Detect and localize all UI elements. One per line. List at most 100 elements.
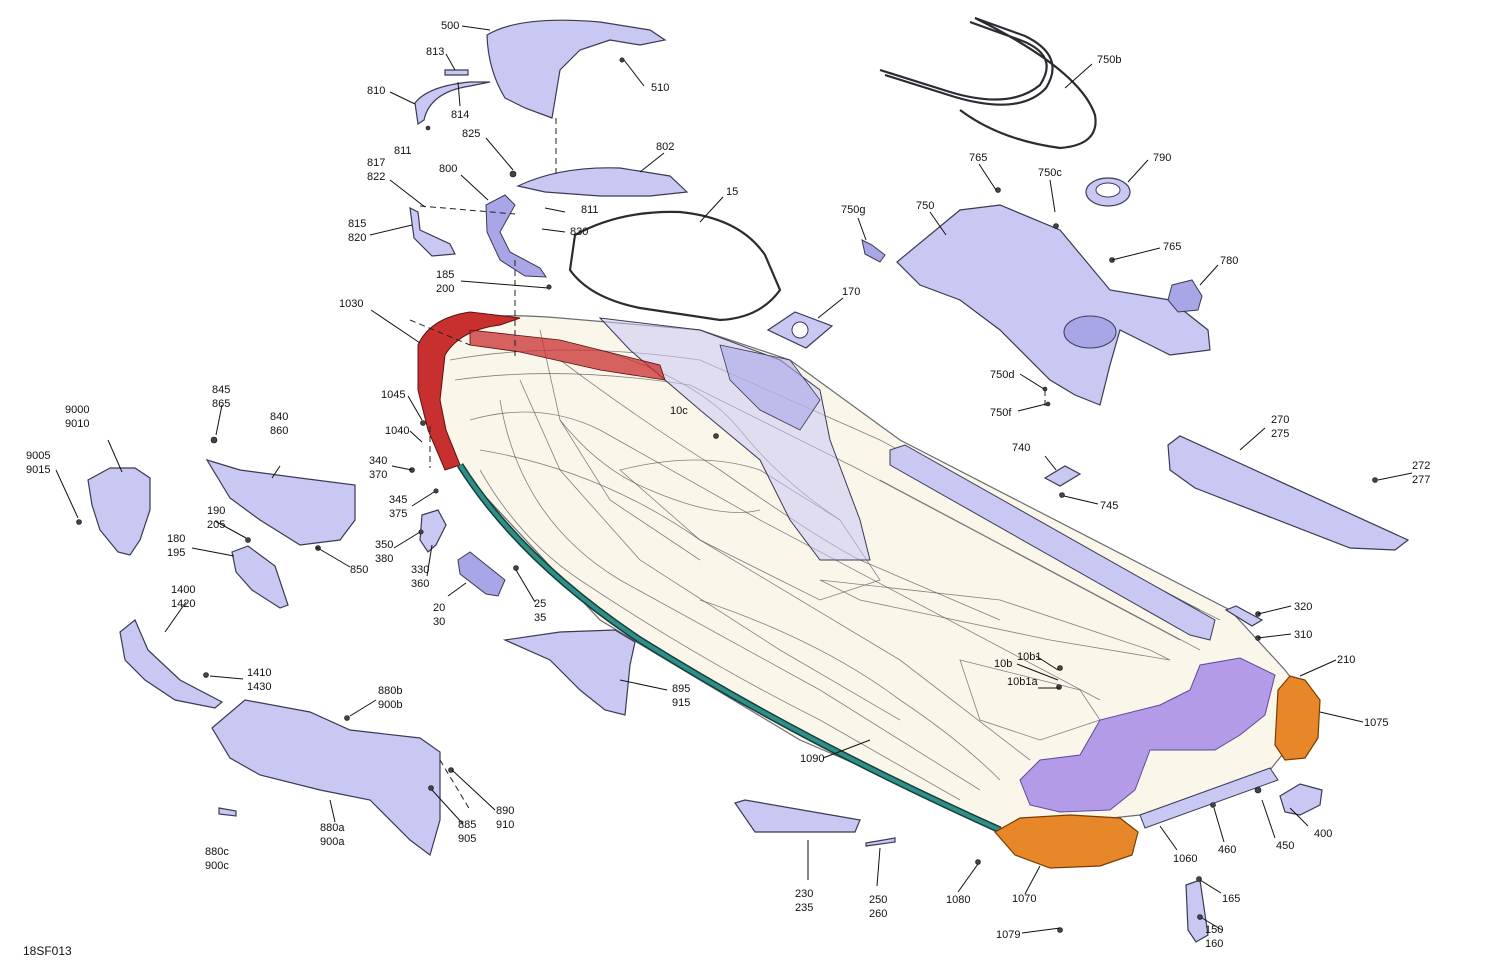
label-15: 15 bbox=[726, 186, 738, 198]
label-910: 910 bbox=[496, 819, 514, 831]
label-320: 320 bbox=[1294, 601, 1312, 613]
label-1040: 1040 bbox=[385, 425, 409, 437]
label-895: 895 bbox=[672, 683, 690, 695]
seat-deck bbox=[598, 317, 871, 561]
label-200: 200 bbox=[436, 283, 454, 295]
label-765a: 765 bbox=[969, 152, 987, 164]
label-195: 195 bbox=[167, 547, 185, 559]
part-270 bbox=[1167, 435, 1410, 551]
label-9005: 9005 bbox=[26, 450, 50, 462]
label-815: 815 bbox=[348, 218, 366, 230]
label-500: 500 bbox=[441, 20, 459, 32]
label-1410: 1410 bbox=[247, 667, 271, 679]
label-210: 210 bbox=[1337, 654, 1355, 666]
label-822: 822 bbox=[367, 171, 385, 183]
label-825: 825 bbox=[462, 128, 480, 140]
label-880b: 880b bbox=[378, 685, 402, 697]
label-885: 885 bbox=[458, 819, 476, 831]
label-880a: 880a bbox=[320, 822, 345, 834]
label-250: 250 bbox=[869, 894, 887, 906]
gasket-750b bbox=[879, 16, 1097, 150]
label-277: 277 bbox=[1412, 474, 1430, 486]
label-1420: 1420 bbox=[171, 598, 195, 610]
label-170: 170 bbox=[842, 286, 860, 298]
part-800 bbox=[485, 194, 547, 278]
part-840 bbox=[205, 458, 356, 546]
label-1045: 1045 bbox=[381, 389, 405, 401]
label-811b: 811 bbox=[581, 204, 599, 216]
part-1400 bbox=[119, 619, 224, 709]
label-745: 745 bbox=[1100, 500, 1118, 512]
label-260: 260 bbox=[869, 908, 887, 920]
label-150: 150 bbox=[1205, 924, 1223, 936]
part-780 bbox=[1167, 279, 1203, 313]
part-790-inner bbox=[1095, 182, 1121, 198]
rear-bumper-1070 bbox=[994, 814, 1139, 869]
part-750 bbox=[896, 204, 1211, 406]
front-bumper-accent bbox=[469, 329, 666, 381]
label-1060: 1060 bbox=[1173, 853, 1197, 865]
part-9000 bbox=[87, 467, 151, 556]
label-10b1: 10b1 bbox=[1017, 651, 1041, 663]
label-10c: 10c bbox=[670, 405, 688, 417]
part-20 bbox=[457, 551, 506, 597]
label-900c: 900c bbox=[205, 860, 229, 872]
part-880a bbox=[211, 699, 441, 857]
part-170-hole bbox=[791, 321, 809, 339]
label-20: 20 bbox=[433, 602, 445, 614]
label-380: 380 bbox=[375, 553, 393, 565]
label-180: 180 bbox=[167, 533, 185, 545]
label-817: 817 bbox=[367, 157, 385, 169]
label-800: 800 bbox=[439, 163, 457, 175]
gunwale-strip bbox=[889, 444, 1216, 641]
label-900a: 900a bbox=[320, 836, 345, 848]
label-1430: 1430 bbox=[247, 681, 271, 693]
label-10b1a: 10b1a bbox=[1007, 676, 1038, 688]
label-205: 205 bbox=[207, 519, 225, 531]
label-750f: 750f bbox=[990, 407, 1012, 419]
label-830: 830 bbox=[570, 226, 588, 238]
part-750-port bbox=[1063, 315, 1117, 349]
rub-rail-highlight bbox=[458, 463, 1001, 832]
label-190: 190 bbox=[207, 505, 225, 517]
callout-labels: 500 510 813 814 810 811 825 802 817 822 … bbox=[26, 20, 1430, 950]
front-bumper bbox=[417, 311, 521, 471]
label-272: 272 bbox=[1412, 460, 1430, 472]
part-810 bbox=[414, 81, 491, 126]
part-250 bbox=[865, 837, 896, 847]
label-1075: 1075 bbox=[1364, 717, 1388, 729]
rear-bumper-1075 bbox=[1274, 675, 1321, 761]
label-1080: 1080 bbox=[946, 894, 970, 906]
part-815 bbox=[409, 206, 456, 257]
label-10b: 10b bbox=[994, 658, 1012, 670]
part-180 bbox=[231, 545, 289, 609]
part-740 bbox=[1043, 465, 1082, 487]
label-765b: 765 bbox=[1163, 241, 1181, 253]
diagram-id: 18SF013 bbox=[23, 944, 72, 958]
label-230: 230 bbox=[795, 888, 813, 900]
label-811a: 811 bbox=[394, 145, 412, 157]
label-9010: 9010 bbox=[65, 418, 89, 430]
leader-lines bbox=[55, 25, 1413, 934]
label-460: 460 bbox=[1218, 844, 1236, 856]
part-813 bbox=[444, 69, 469, 76]
part-895 bbox=[502, 629, 636, 716]
label-1030: 1030 bbox=[339, 298, 363, 310]
label-160: 160 bbox=[1205, 938, 1223, 950]
rear-transom bbox=[1139, 767, 1279, 829]
label-750g: 750g bbox=[841, 204, 865, 216]
label-820: 820 bbox=[348, 232, 366, 244]
label-740: 740 bbox=[1012, 442, 1030, 454]
part-400 bbox=[1279, 783, 1323, 816]
label-750c: 750c bbox=[1038, 167, 1062, 179]
label-275: 275 bbox=[1271, 428, 1289, 440]
part-320 bbox=[1224, 605, 1264, 627]
part-750g bbox=[861, 239, 886, 263]
label-270: 270 bbox=[1271, 414, 1289, 426]
label-165: 165 bbox=[1222, 893, 1240, 905]
label-400: 400 bbox=[1314, 828, 1332, 840]
label-360: 360 bbox=[411, 578, 429, 590]
label-1070: 1070 bbox=[1012, 893, 1036, 905]
part-802 bbox=[516, 167, 689, 197]
label-1079: 1079 bbox=[996, 929, 1020, 941]
